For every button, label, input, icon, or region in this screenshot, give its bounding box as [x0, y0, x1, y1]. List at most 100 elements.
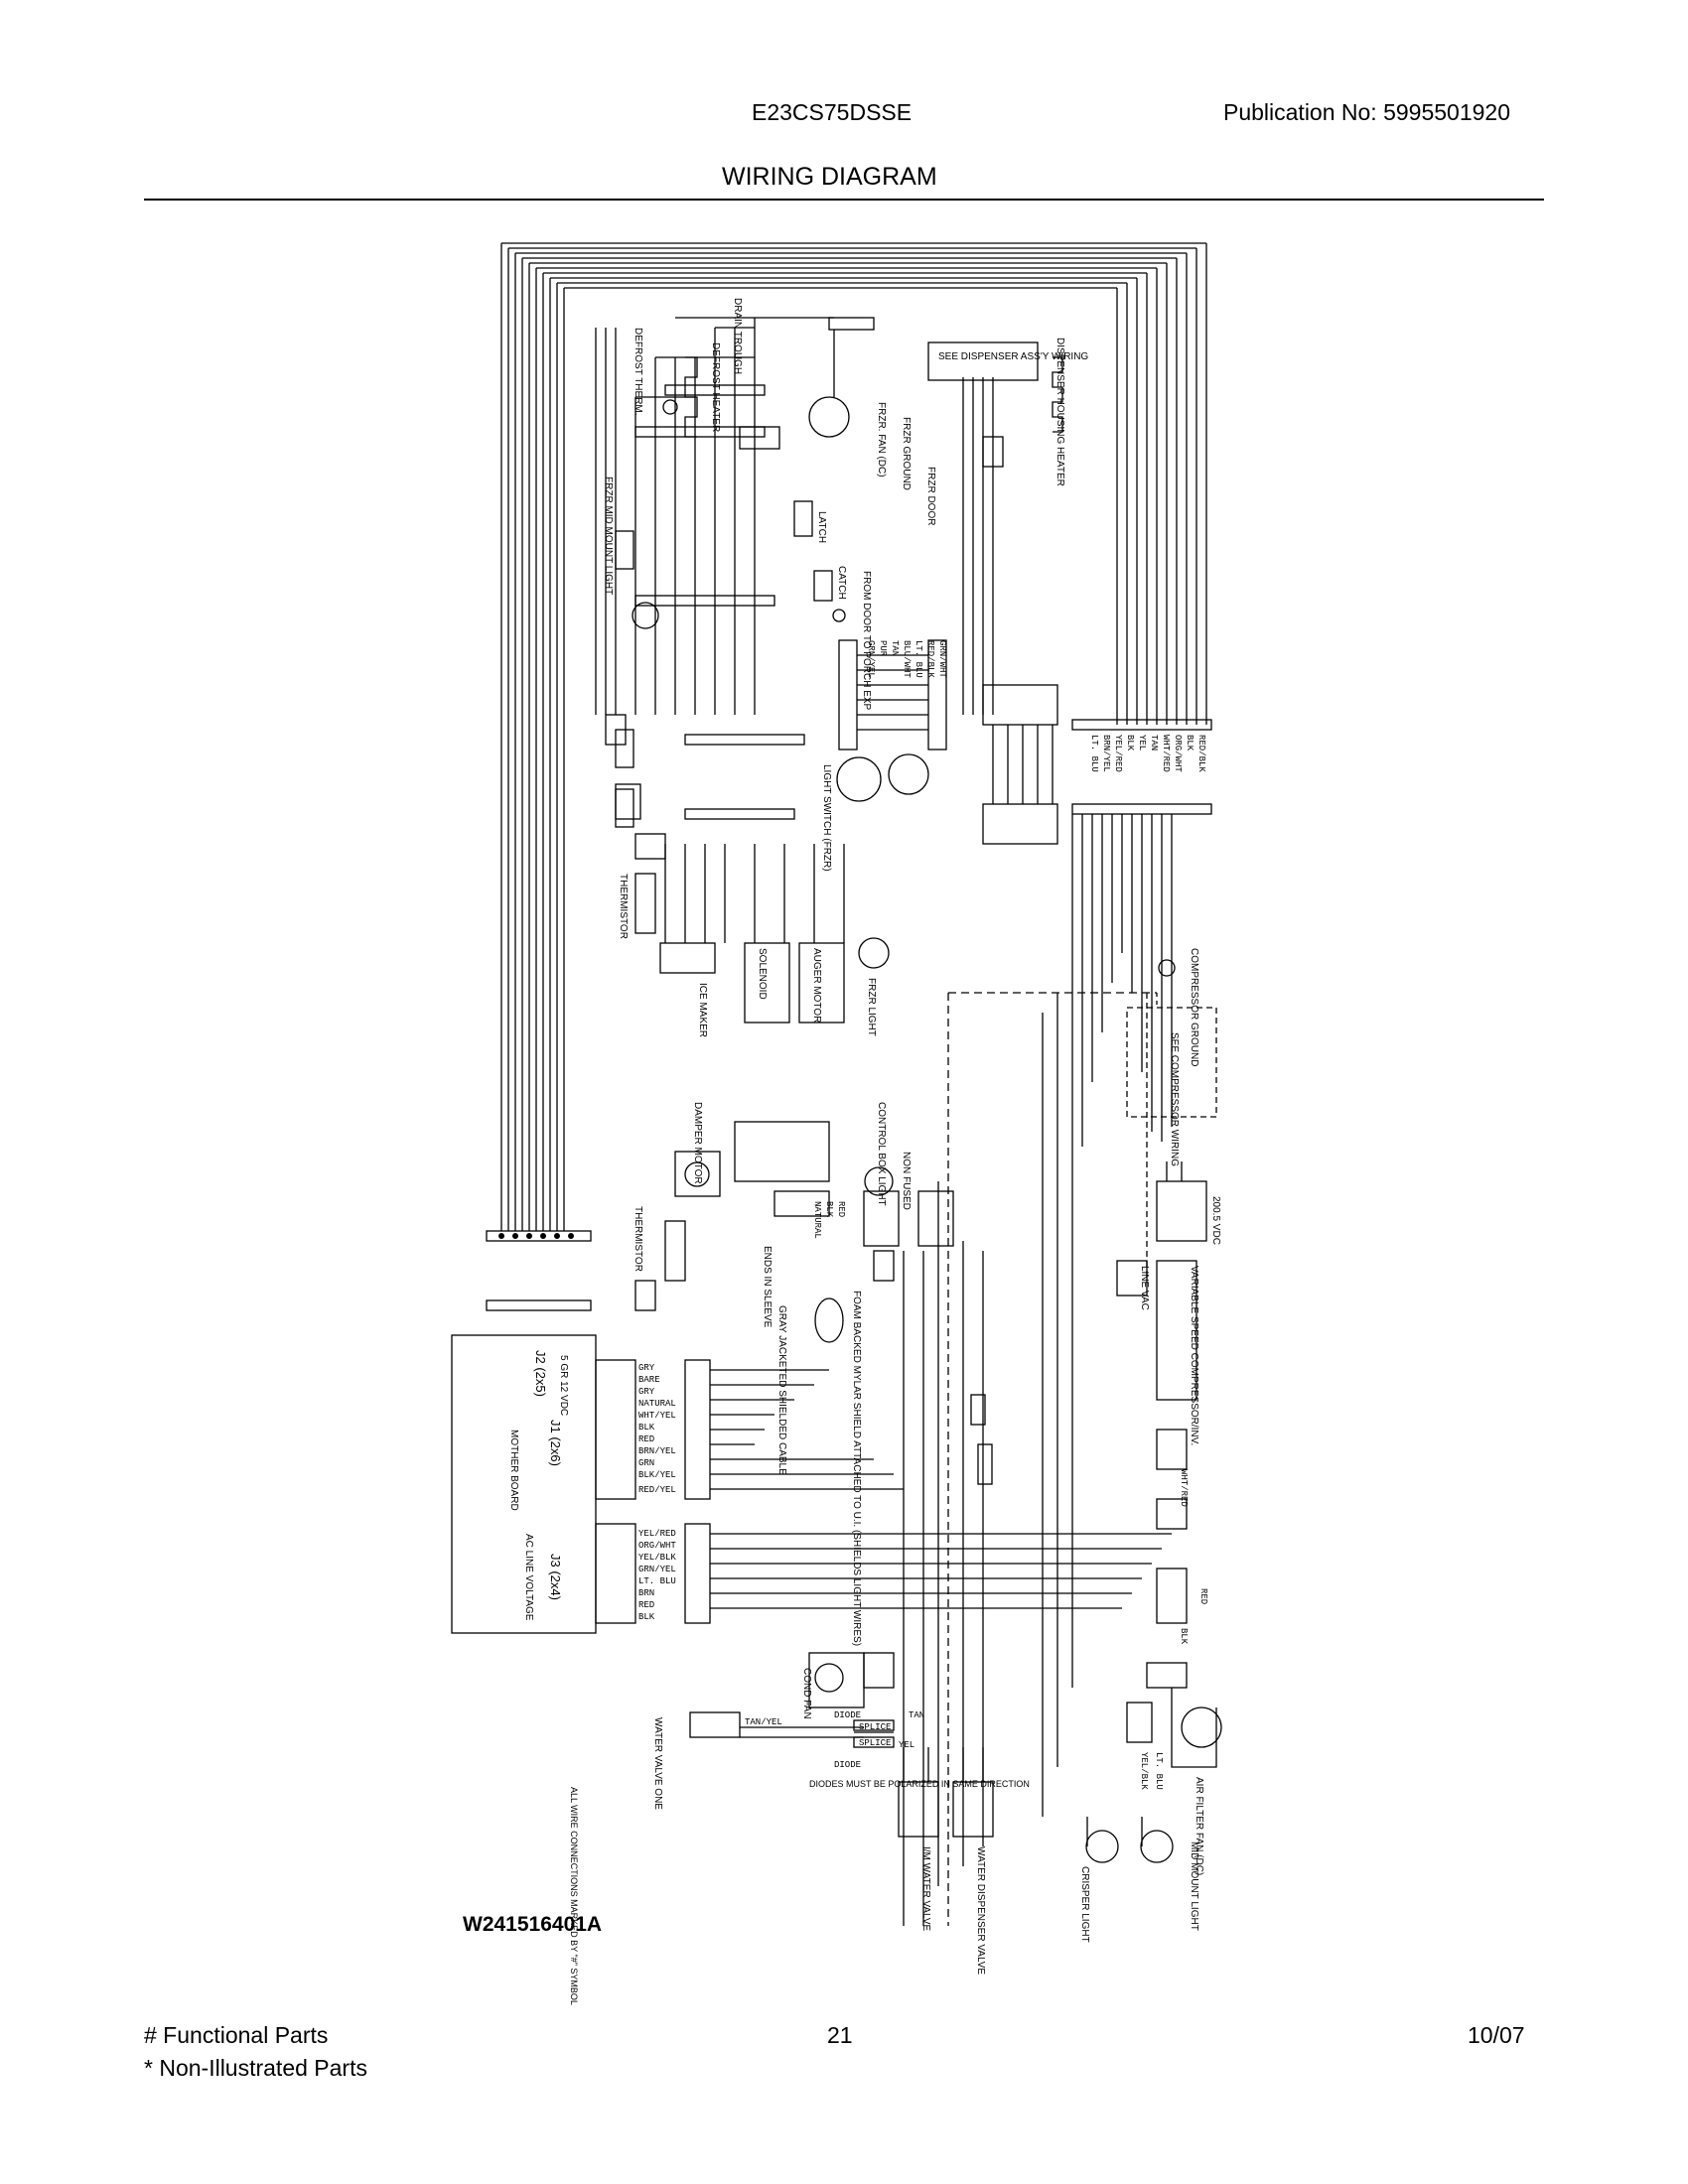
label-thermistor-middle: THERMISTOR [633, 1206, 643, 1272]
wire-label: WHT/YEL [638, 1411, 676, 1421]
label-vdc-range: 5 GR 12 VDC [558, 1355, 569, 1416]
label-air-filter-fan: AIR FILTER FAN (DC) [1194, 1777, 1204, 1875]
wire-label: LT. BLU [914, 640, 923, 678]
wire-label: BLK [1185, 735, 1195, 751]
label-j2: J2 (2x5) [533, 1350, 548, 1397]
label-connections-note: ALL WIRE CONNECTIONS MARKED BY "#" SYMBO… [569, 1787, 579, 2005]
wire-label: GRN/YEL [638, 1565, 676, 1574]
label-defrost-therm: DEFROST THERM. [633, 328, 643, 416]
label-variable-speed: VARIABLE SPEED COMPRESSOR/INV. [1189, 1266, 1199, 1445]
wire-label: RED/YEL [638, 1485, 676, 1495]
label-catch: CATCH [836, 566, 847, 600]
wire-label: BRN/YEL [638, 1446, 676, 1456]
wire-label: WHT/RED [1179, 1469, 1189, 1507]
label-foam-backed-mylar: FOAM BACKED MYLAR SHIELD ATTACHED TO U.I… [851, 1291, 862, 1646]
model-number: E23CS75DSSE [752, 99, 913, 125]
header-divider [144, 199, 1544, 201]
label-frzr-door: FRZR DOOR [925, 467, 936, 525]
wire-label: YEL [1137, 735, 1147, 751]
label-drain-trough: DRAIN TROUGH [732, 298, 743, 374]
label-yel: YEL [899, 1740, 914, 1750]
label-see-compressor-wiring: SEE COMPRESSOR WIRING [1169, 1032, 1180, 1166]
wire-label: LT. BLU [1089, 735, 1099, 772]
j3-wire-list: YEL/RED ORG/WHT YEL/BLK GRN/YEL LT. BLU … [638, 1529, 676, 1622]
wire-label: WHT/RED [1161, 735, 1171, 772]
label-ice-maker: ICE MAKER [697, 983, 708, 1037]
label-vdc: 200.5 VDC [1210, 1196, 1221, 1245]
label-splice-bottom: SPLICE [859, 1738, 891, 1748]
publication-number: Publication No: 5995501920 [1223, 99, 1511, 125]
wire-label: BLK [824, 1201, 834, 1218]
wire-label: LT. BLU [638, 1576, 676, 1586]
wire-label: GRN [638, 1458, 654, 1468]
upper-wire-list: GRN/YEL PUR TAN BLU/WHT LT. BLU RED/BLK … [866, 640, 947, 678]
j2-j1-wire-list: GRY BARE GRY NATURAL WHT/YEL BLK RED BRN… [638, 1363, 676, 1495]
label-frzr-ground: FRZR GROUND [901, 417, 912, 490]
wire-label: BLK [1125, 735, 1135, 751]
wire-label: GRY [638, 1387, 655, 1397]
wire-label: TAN [890, 640, 900, 656]
wire-label: TAN [1149, 735, 1159, 751]
label-im-water-valve: I/M WATER VALVE [920, 1846, 931, 1932]
label-frzr-light: FRZR LIGHT [866, 978, 877, 1036]
wire-label: BARE [638, 1375, 660, 1385]
wire-label: RED [638, 1434, 654, 1444]
wire-label: YEL/BLK [638, 1553, 676, 1563]
label-cond-fan: COND FAN [801, 1668, 812, 1719]
label-shielded-cable: GRAY JACKETED SHIELDED CABLE [776, 1305, 787, 1475]
label-diode-note: DIODES MUST BE POLARIZED IN SAME DIRECTI… [809, 1779, 1030, 1789]
label-water-dispenser-valve: WATER DISPENSER VALVE [975, 1846, 986, 1975]
wire-label: BLK/YEL [638, 1470, 676, 1480]
label-j3: J3 (2x4) [548, 1554, 563, 1600]
wire-label: NATURAL [638, 1399, 676, 1409]
diagram-part-number: W241516401A [463, 1913, 603, 1936]
label-frzr-fan: FRZR. FAN (DC) [876, 402, 887, 478]
harness-wire-list: RED/BLK BLK ORG/WHT WHT/RED TAN YEL BLK … [1089, 735, 1206, 772]
wire-label: GRN/YEL [866, 640, 876, 678]
wire-label: YEL/BLK [1139, 1752, 1149, 1790]
wire-label: ORG/WHT [1173, 735, 1183, 772]
legend-functional-parts: # Functional Parts [144, 2022, 329, 2048]
wire-label: RED [1198, 1588, 1208, 1604]
revision-date: 10/07 [1468, 2022, 1525, 2048]
page-number: 21 [827, 2022, 853, 2048]
label-j1: J1 (2x6) [548, 1420, 563, 1466]
wire-label: GRN/WHT [937, 640, 947, 678]
wire-label: ORG/WHT [638, 1541, 676, 1551]
label-tan-yel: TAN/YEL [745, 1717, 782, 1727]
wire-label: RED [638, 1600, 654, 1610]
label-control-box: CONTROL BOX LIGHT [876, 1102, 887, 1206]
wire-label: BRN/YEL [1101, 735, 1111, 772]
wire-label: GRY [638, 1363, 655, 1373]
label-ends-sleeve: ENDS IN SLEEVE [762, 1246, 773, 1328]
label-ac-line: AC LINE VOLTAGE [523, 1534, 534, 1621]
wire-label: RED/BLK [1196, 735, 1206, 772]
label-mid-mount-light: MID MOUNT LIGHT [1189, 1842, 1199, 1931]
label-solenoid: SOLENOID [757, 948, 768, 1000]
wire-label: PUR [878, 640, 888, 657]
wire-label: BLK [1179, 1628, 1189, 1645]
label-from-door: FROM DOOR TO PORCH EXP [861, 571, 872, 711]
legend-non-illustrated-parts: * Non-Illustrated Parts [144, 2055, 367, 2081]
page-title: WIRING DIAGRAM [722, 163, 937, 191]
label-latch: LATCH [816, 511, 827, 543]
label-compressor-ground: COMPRESSOR GROUND [1189, 948, 1199, 1066]
label-dispenser-note: SEE DISPENSER ASS'Y WIRING [938, 351, 1088, 362]
label-dispenser-heater: DISPENSER HOUSING HEATER [1055, 338, 1065, 486]
wire-label: YEL/RED [1113, 735, 1123, 772]
label-mother-board: MOTHER BOARD [508, 1430, 519, 1511]
label-line-vac: LINE VAC [1139, 1266, 1150, 1310]
wire-label: BLK [638, 1423, 655, 1433]
label-defrost-heater: DEFROST HEATER [710, 342, 721, 432]
wire-label: YEL/RED [638, 1529, 676, 1539]
wire-label: BLK [638, 1612, 655, 1622]
label-damper-motor: DAMPER MOTOR [692, 1102, 703, 1184]
wire-label: RED [836, 1201, 846, 1217]
label-auger-motor: AUGER MOTOR [811, 948, 822, 1023]
label-diode-top: DIODE [834, 1710, 861, 1720]
label-light-switch: LIGHT SWITCH (FRZR) [821, 764, 832, 872]
label-splice-top: SPLICE [859, 1722, 891, 1732]
wire-label: BRN [638, 1588, 654, 1598]
label-diode-bottom: DIODE [834, 1760, 861, 1770]
